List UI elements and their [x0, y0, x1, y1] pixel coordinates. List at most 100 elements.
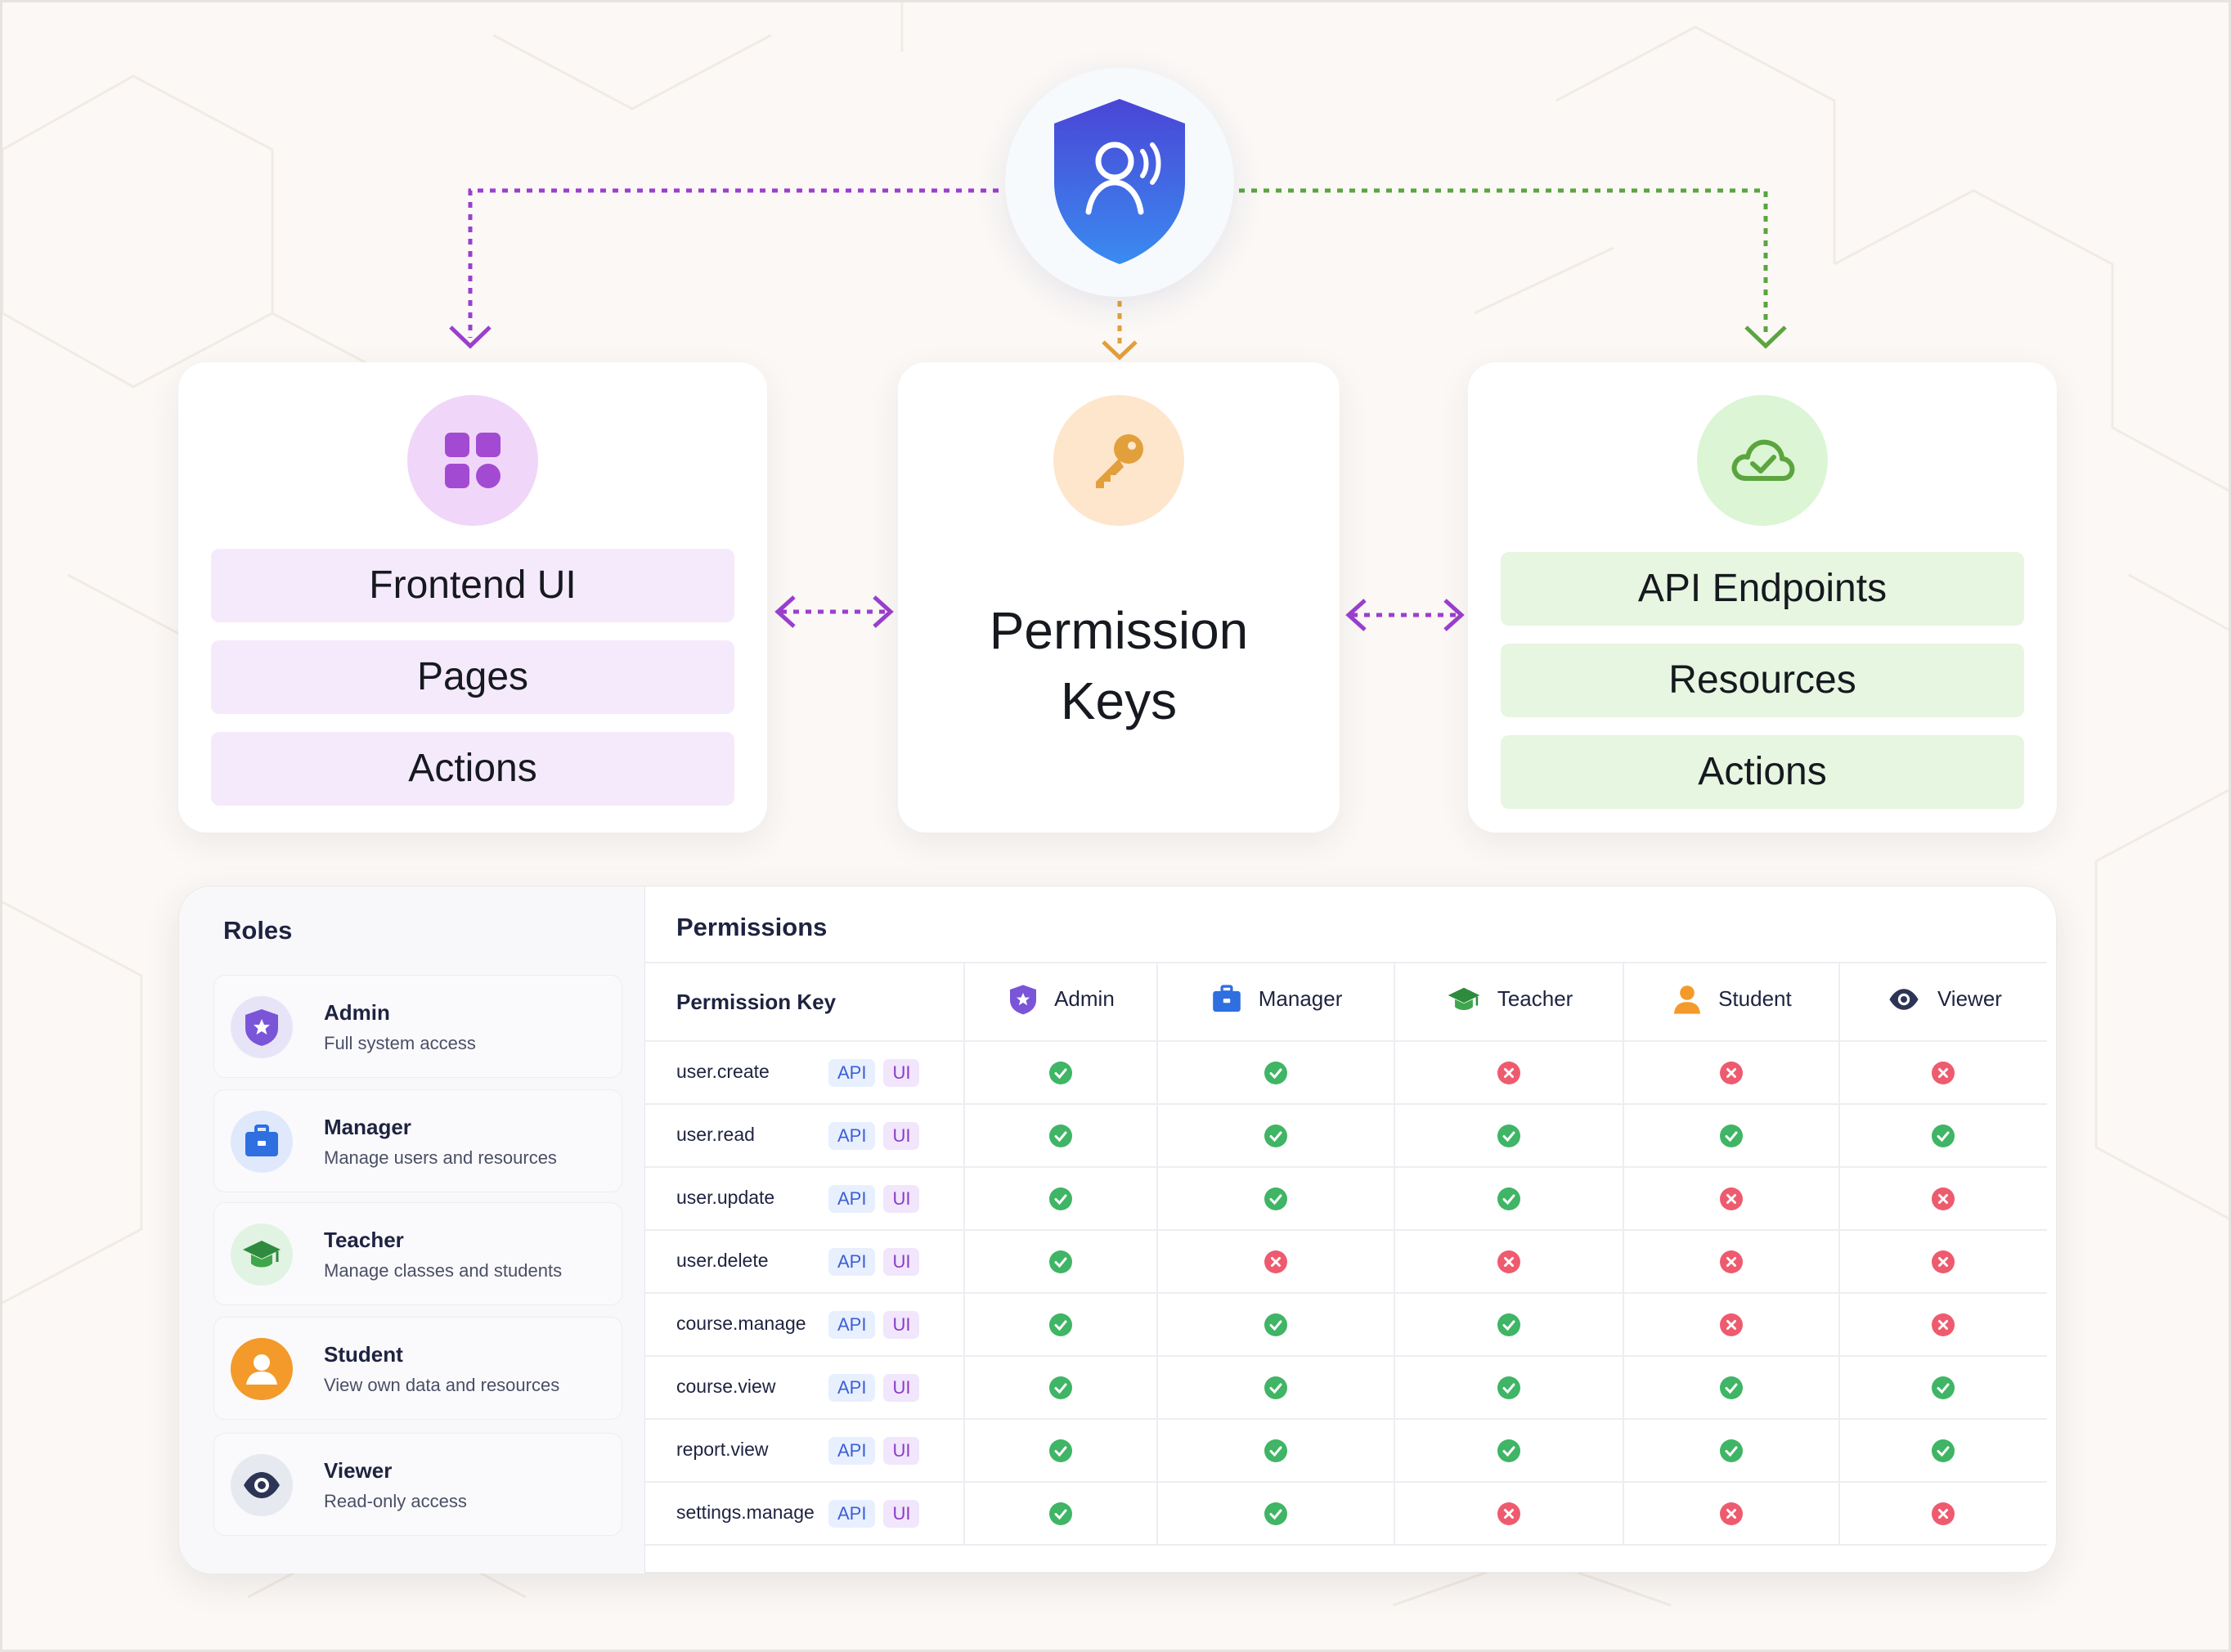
- role-card-admin[interactable]: Admin Full system access: [213, 975, 622, 1078]
- frontend-card: Frontend UI Pages Actions: [178, 362, 767, 833]
- role-desc: Read-only access: [324, 1491, 467, 1511]
- backend-card: API Endpoints Resources Actions: [1468, 362, 2057, 833]
- check-icon: [1048, 1439, 1072, 1462]
- frontend-icon-circle: [407, 395, 538, 526]
- column-header-viewer: Viewer: [1838, 962, 2047, 1042]
- graduation-cap-icon: [243, 1241, 281, 1268]
- cloud-check-icon: [1731, 439, 1795, 481]
- check-icon: [1932, 1376, 1955, 1399]
- check-icon: [1497, 1439, 1521, 1462]
- frontend-ui-label: Frontend UI: [211, 549, 734, 622]
- permission-cell-manager: [1156, 1167, 1396, 1231]
- permission-key-header: Permission Key: [645, 962, 965, 1042]
- frontend-actions-label: Actions: [211, 732, 734, 806]
- role-card-student[interactable]: Student View own data and resources: [213, 1317, 622, 1420]
- role-card-manager[interactable]: Manager Manage users and resources: [213, 1089, 622, 1192]
- avatar: [231, 1338, 293, 1400]
- api-badge: API: [828, 1499, 876, 1528]
- check-icon: [1497, 1124, 1521, 1147]
- backend-actions-label: Actions: [1501, 735, 2024, 809]
- role-card-teacher[interactable]: Teacher Manage classes and students: [213, 1202, 622, 1305]
- avatar: [231, 996, 293, 1058]
- role-desc: Manage users and resources: [324, 1147, 557, 1168]
- permission-cell-teacher: [1394, 1419, 1624, 1483]
- x-icon: [1932, 1313, 1955, 1336]
- permissions-table: Permission Key Admin: [645, 962, 2047, 1546]
- permission-cell-viewer: [1838, 1230, 2047, 1294]
- check-icon: [1264, 1376, 1288, 1399]
- check-icon: [1497, 1376, 1521, 1399]
- permission-key: user.update: [676, 1186, 775, 1208]
- api-badge: API: [828, 1436, 876, 1465]
- check-icon: [1264, 1439, 1288, 1462]
- person-icon: [246, 1354, 277, 1385]
- permission-cell-student: [1623, 1167, 1840, 1231]
- role-name: Viewer: [324, 1458, 393, 1483]
- briefcase-icon: [1212, 984, 1241, 1012]
- role-name: Teacher: [324, 1228, 404, 1252]
- api-endpoints-label: API Endpoints: [1501, 552, 2024, 626]
- x-icon: [1932, 1187, 1955, 1210]
- graduation-cap-icon: [1448, 987, 1480, 1010]
- x-icon: [1264, 1250, 1288, 1273]
- permission-cell-manager: [1156, 1041, 1396, 1105]
- ui-badge: UI: [883, 1184, 920, 1213]
- permission-key: report.view: [676, 1438, 769, 1460]
- star-shield-icon: [245, 1009, 278, 1046]
- check-icon: [1719, 1376, 1743, 1399]
- bidirectional-arrow-left: [774, 595, 894, 628]
- ui-badge: UI: [883, 1373, 920, 1402]
- check-icon: [1264, 1061, 1288, 1084]
- resources-label: Resources: [1501, 644, 2024, 717]
- x-icon: [1719, 1061, 1743, 1084]
- permission-key: course.view: [676, 1375, 776, 1397]
- permission-cell-admin: [964, 1419, 1158, 1483]
- x-icon: [1497, 1250, 1521, 1273]
- x-icon: [1497, 1502, 1521, 1525]
- check-icon: [1719, 1439, 1743, 1462]
- person-icon: [1674, 985, 1701, 1014]
- check-icon: [1048, 1187, 1072, 1210]
- briefcase-icon: [245, 1125, 278, 1156]
- column-label: Student: [1718, 986, 1792, 1011]
- api-badge: API: [828, 1058, 876, 1087]
- column-header-manager: Manager: [1156, 962, 1396, 1042]
- key-icon-circle: [1053, 395, 1184, 526]
- star-shield-icon: [1010, 984, 1037, 1014]
- role-desc: View own data and resources: [324, 1375, 560, 1395]
- permission-cell-manager: [1156, 1104, 1396, 1168]
- ui-badge: UI: [883, 1058, 920, 1087]
- permission-cell-viewer: [1838, 1419, 2047, 1483]
- permission-cell-teacher: [1394, 1293, 1624, 1357]
- permission-cell-viewer: [1838, 1293, 2047, 1357]
- permission-cell-viewer: [1838, 1356, 2047, 1420]
- x-icon: [1932, 1061, 1955, 1084]
- permission-cell-teacher: [1394, 1041, 1624, 1105]
- column-header-teacher: Teacher: [1394, 962, 1624, 1042]
- permission-cell-admin: [964, 1293, 1158, 1357]
- check-icon: [1048, 1376, 1072, 1399]
- check-icon: [1264, 1502, 1288, 1525]
- column-label: Admin: [1054, 986, 1115, 1011]
- check-icon: [1048, 1502, 1072, 1525]
- check-icon: [1932, 1124, 1955, 1147]
- permission-key: user.read: [676, 1123, 755, 1145]
- permission-keys-card: Permission Keys: [898, 362, 1340, 833]
- roles-column: Roles Admin Full system access: [179, 887, 645, 1573]
- column-label: Teacher: [1497, 986, 1573, 1011]
- permission-cell-teacher: [1394, 1482, 1624, 1546]
- eye-icon: [1889, 988, 1919, 1010]
- api-badge: API: [828, 1121, 876, 1150]
- permission-key: user.create: [676, 1060, 770, 1082]
- avatar: [231, 1223, 293, 1286]
- role-card-viewer[interactable]: Viewer Read-only access: [213, 1433, 622, 1536]
- column-label: Manager: [1258, 986, 1343, 1011]
- pages-label: Pages: [211, 640, 734, 714]
- ui-badge: UI: [883, 1436, 920, 1465]
- x-icon: [1719, 1250, 1743, 1273]
